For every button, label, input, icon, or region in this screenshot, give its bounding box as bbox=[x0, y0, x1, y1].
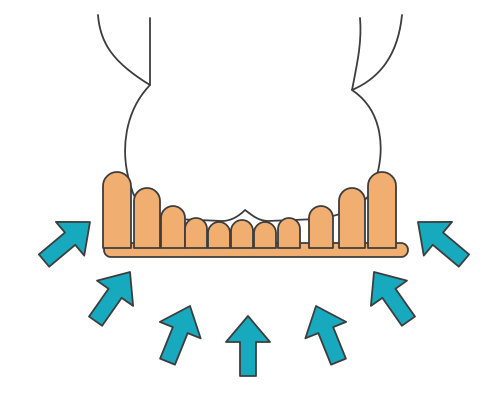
upward-pressure-arrow-icon bbox=[226, 316, 270, 376]
cushion-cell bbox=[208, 222, 230, 248]
cushion-cell bbox=[185, 218, 207, 248]
upward-pressure-arrow-icon bbox=[296, 298, 359, 370]
cushion-cell bbox=[134, 188, 160, 248]
cushion-cell bbox=[231, 220, 253, 248]
cushion-cell bbox=[103, 172, 131, 248]
cushion-cell bbox=[254, 222, 276, 248]
cushion-cell bbox=[368, 172, 396, 248]
upward-pressure-arrow-icon bbox=[147, 298, 210, 370]
cushion-cell bbox=[278, 218, 300, 248]
cushion-cell bbox=[309, 206, 333, 248]
cushion-cell bbox=[161, 206, 185, 248]
upward-pressure-arrow-icon bbox=[30, 205, 104, 277]
upward-pressure-arrow-icon bbox=[404, 205, 478, 277]
cushion-icon bbox=[103, 172, 408, 257]
cushion-cell bbox=[339, 188, 365, 248]
cushion-cells-icon bbox=[103, 172, 396, 248]
right-hip-line bbox=[352, 18, 361, 90]
upward-pressure-arrow-icon bbox=[356, 259, 426, 333]
upward-pressure-arrow-icon bbox=[78, 259, 148, 333]
